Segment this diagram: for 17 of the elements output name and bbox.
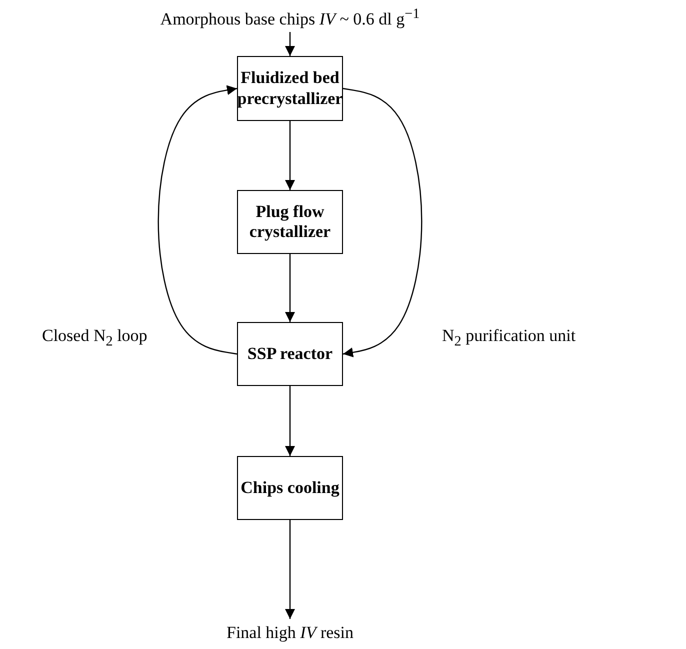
stream-label: Amorphous base chips IV ~ 0.6 dl g$^{−1}$ xyxy=(160,6,420,30)
process-label: SSP reactor xyxy=(247,344,333,364)
process-box xyxy=(237,190,343,254)
process-box xyxy=(237,56,343,121)
arrow xyxy=(285,32,295,56)
process-box xyxy=(237,456,343,520)
stream-label: Final high IV resin xyxy=(226,623,354,643)
process-box xyxy=(237,322,343,386)
process-label: Chips cooling xyxy=(240,478,340,498)
arrow xyxy=(158,85,238,355)
arrow xyxy=(285,520,295,619)
process-label: Plug flow crystallizer xyxy=(248,202,332,242)
process-label: Fluidized bed precrystallizer xyxy=(237,68,343,109)
arrow xyxy=(285,121,295,190)
arrow xyxy=(285,254,295,322)
arrow xyxy=(342,88,422,358)
arrow xyxy=(285,386,295,456)
